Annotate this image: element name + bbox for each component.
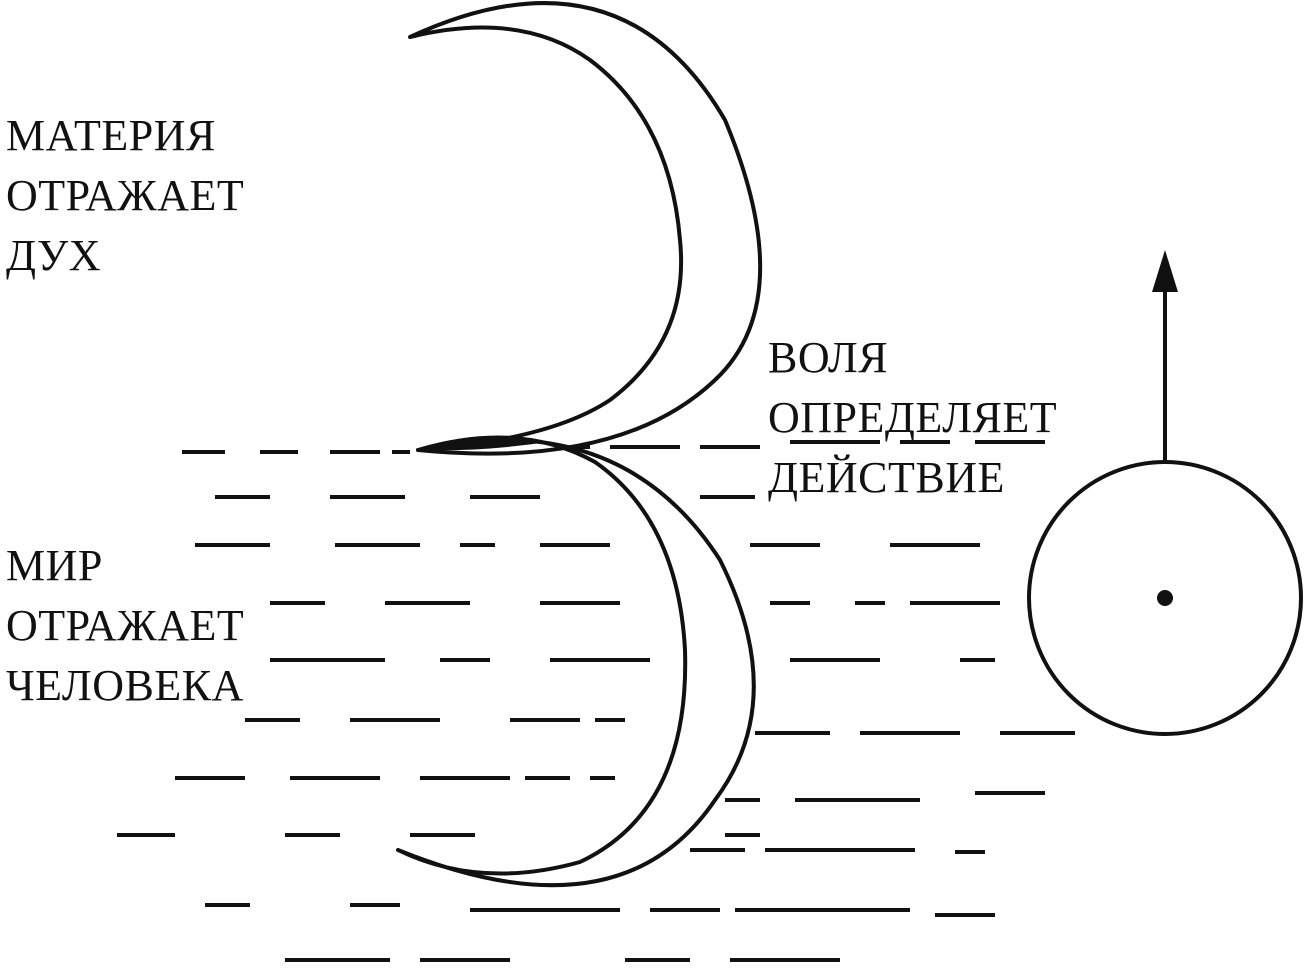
- world-reflects-man-label: МИР ОТРАЖАЕТ ЧЕЛОВЕКА: [6, 536, 244, 716]
- will-label-line-1: ВОЛЯ: [768, 333, 889, 382]
- will-defines-action-label: ВОЛЯ ОПРЕДЕЛЯЕТ ДЕЙСТВИЕ: [768, 328, 1057, 508]
- matter-reflects-spirit-label: МАТЕРИЯ ОТРАЖАЕТ ДУХ: [6, 106, 244, 286]
- world-label-line-2: ОТРАЖАЕТ: [6, 601, 245, 650]
- center-dot-icon: [1157, 590, 1173, 606]
- upper-crescent-icon: [408, 1, 763, 456]
- matter-label-line-1: МАТЕРИЯ: [6, 111, 216, 160]
- horizon-overlap-mark: [420, 441, 548, 451]
- will-label-line-3: ДЕЙСТВИЕ: [768, 453, 1005, 502]
- world-label-line-3: ЧЕЛОВЕКА: [6, 661, 244, 710]
- reflected-crescent-icon: [396, 435, 756, 888]
- matter-label-line-3: ДУХ: [6, 231, 101, 280]
- matter-label-line-2: ОТРАЖАЕТ: [6, 171, 245, 220]
- water-surface-dashes: [117, 440, 1075, 962]
- arrow-up-icon: [1152, 250, 1178, 292]
- will-label-line-2: ОПРЕДЕЛЯЕТ: [768, 393, 1058, 442]
- world-label-line-1: МИР: [6, 541, 103, 590]
